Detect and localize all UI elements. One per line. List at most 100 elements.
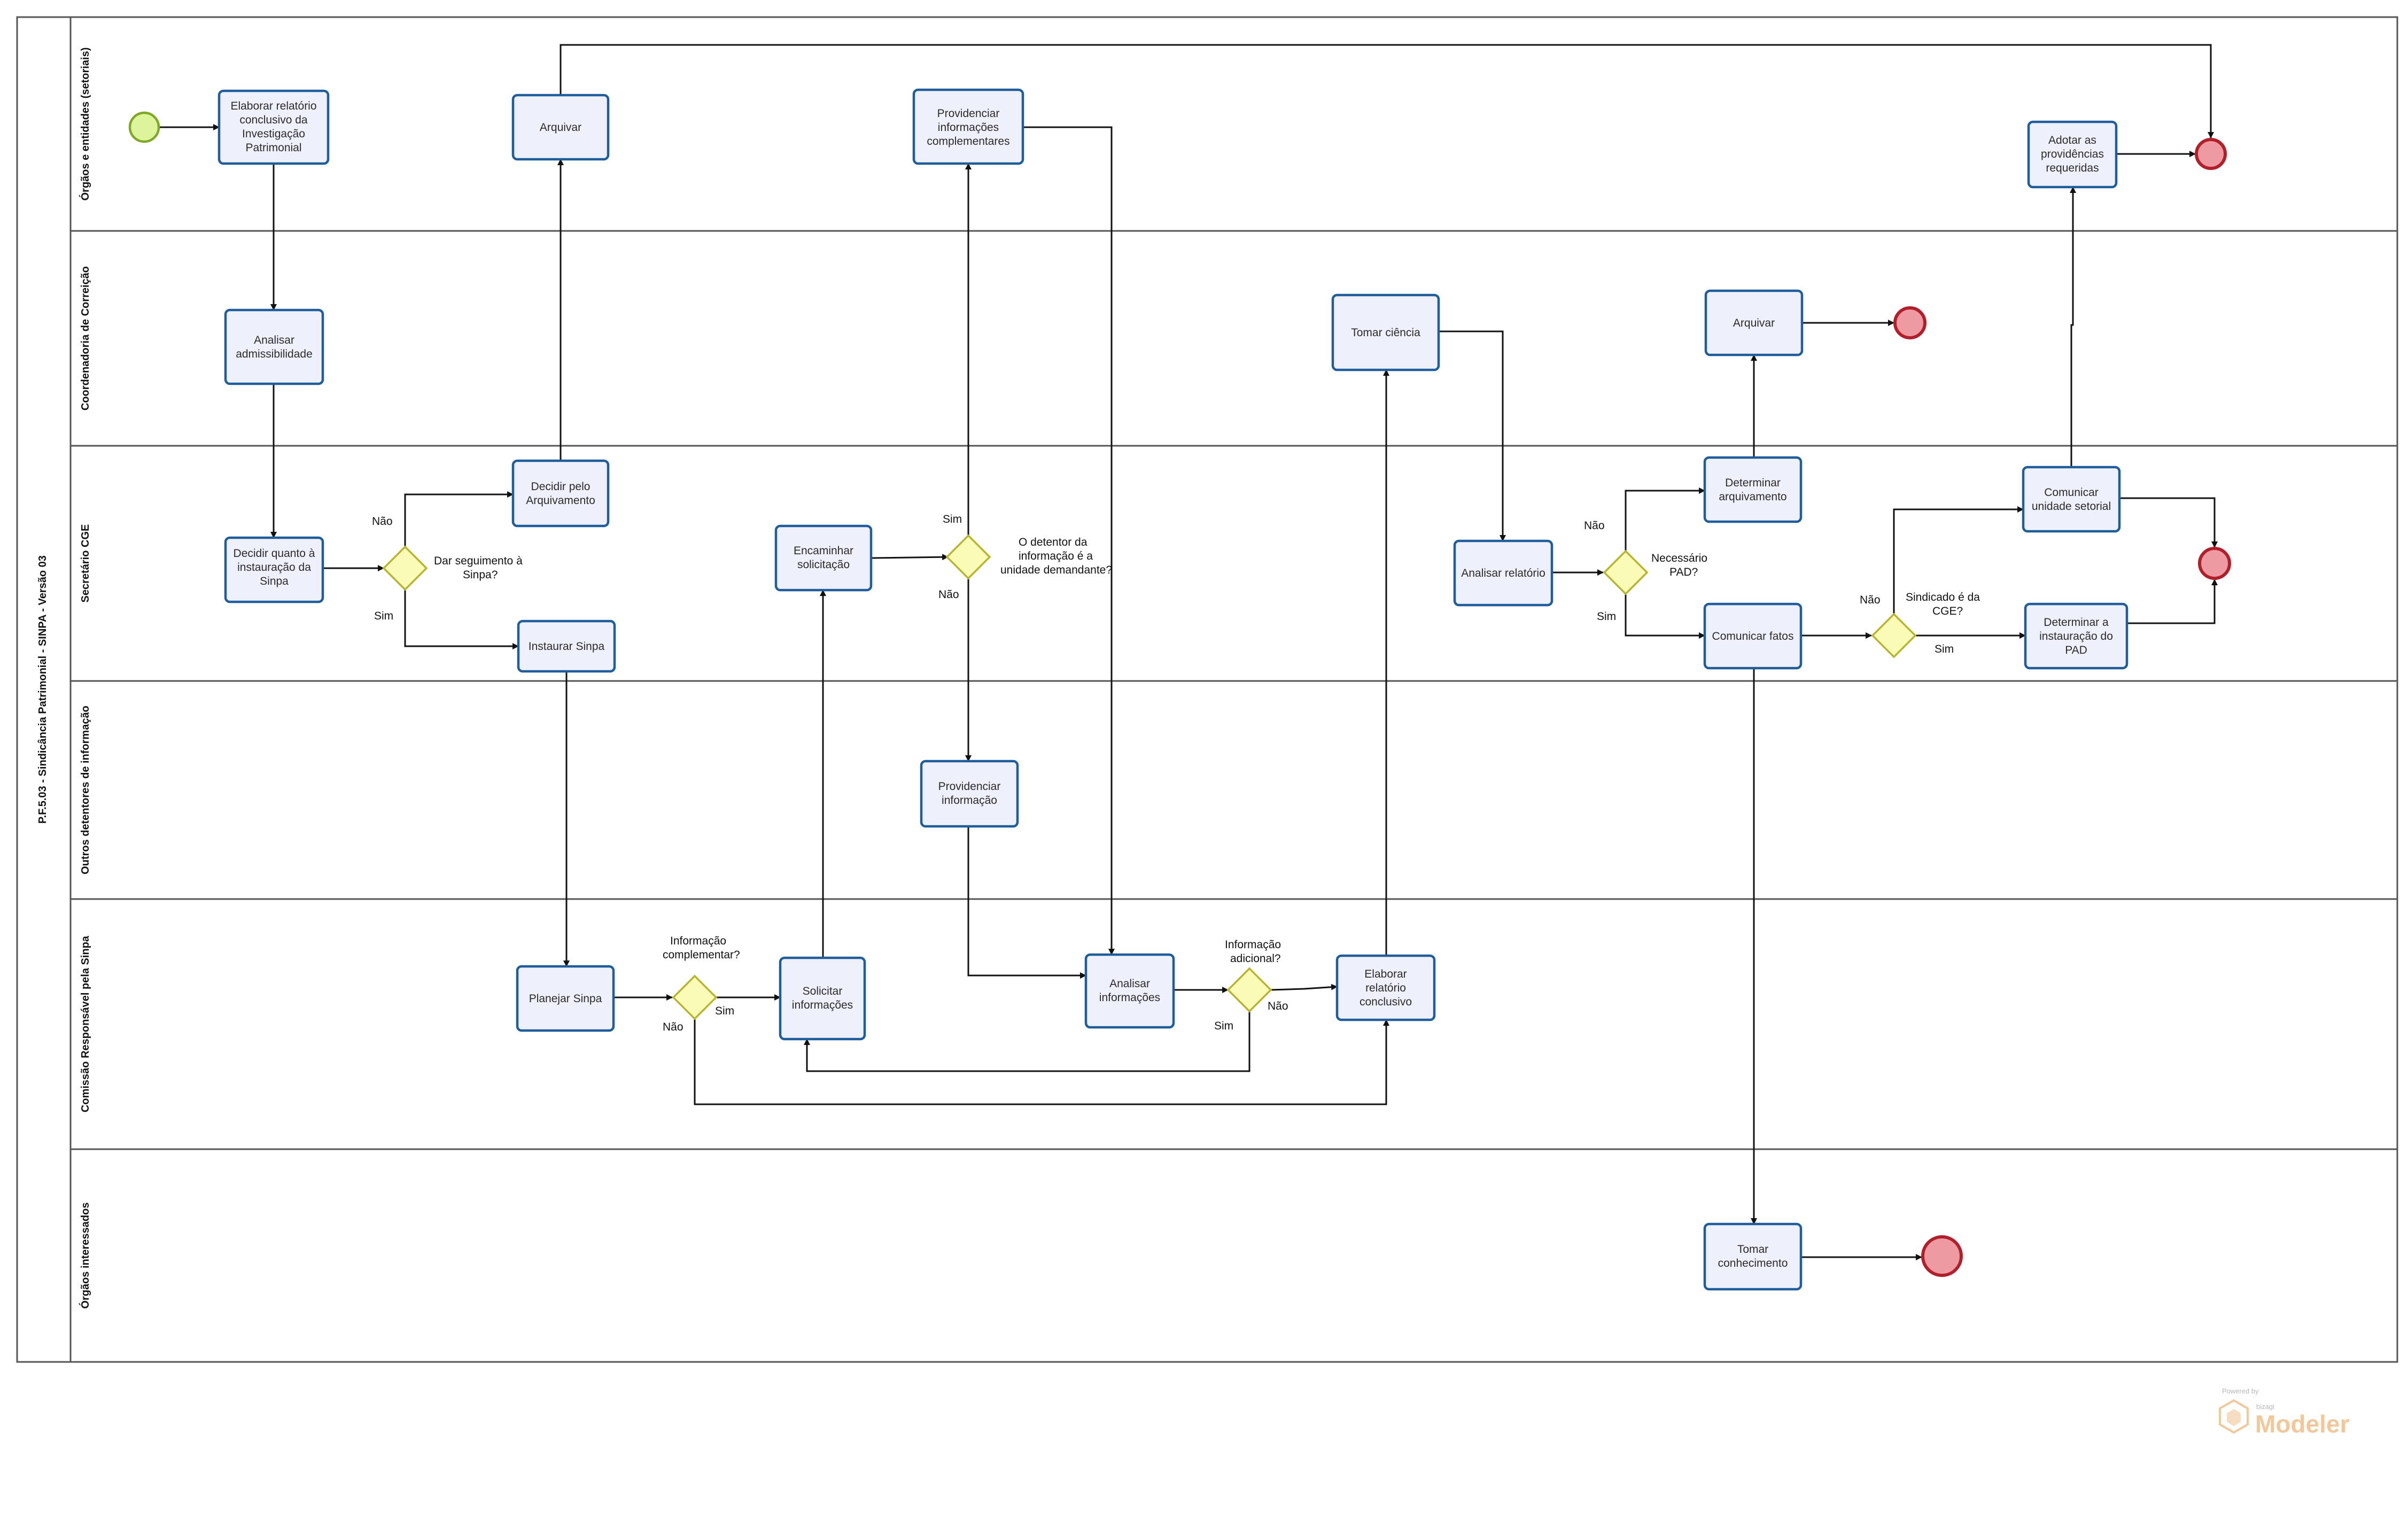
flow-label-sim: Sim	[1597, 610, 1616, 623]
end-event[interactable]	[1893, 306, 1927, 339]
flow-adicional-nao-to-elaborar-concl	[1270, 983, 1338, 991]
flow-providenciar-info-to-analisar-info	[967, 826, 1086, 979]
gateway-sindicado-cge[interactable]	[1871, 613, 1917, 659]
svg-text:Comunicar fatos: Comunicar fatos	[1712, 630, 1794, 642]
sequence-flows	[159, 44, 2218, 1260]
start-event[interactable]	[128, 111, 160, 143]
lane-label-coordenadoria: Coordenadoria de Correição	[80, 266, 91, 411]
svg-text:Arquivar: Arquivar	[540, 121, 581, 134]
events	[128, 111, 2231, 1277]
flow-pad-sim-to-comunicar-fatos	[1625, 594, 1705, 639]
flow-label-nao: Não	[1860, 594, 1881, 606]
svg-text:Planejar Sinpa: Planejar Sinpa	[529, 993, 602, 1005]
flow-label-nao: Não	[1584, 520, 1605, 532]
flow-condition-labels: Não Sim Sim Não Não Sim Não Sim Não Sim …	[372, 513, 1954, 1033]
flow-gateway-sim-to-instaurar	[404, 590, 519, 649]
gateway-necessario-pad[interactable]	[1603, 549, 1649, 595]
lane-label-orgaos-interessados: Órgãos interessados	[79, 1203, 91, 1309]
flow-comunicar-unidade-to-adotar	[2070, 187, 2076, 467]
svg-text:Instaurar Sinpa: Instaurar Sinpa	[529, 640, 605, 653]
end-event[interactable]	[2198, 547, 2231, 580]
task-planejar-sinpa[interactable]: Planejar Sinpa	[516, 965, 615, 1032]
watermark-powered-by: Powered by	[2222, 1387, 2259, 1395]
pool: P.F.5.03 - Sindicância Patrimonial - SIN…	[16, 16, 2398, 1363]
flow-tomar-ciencia-to-analisar-relatorio	[1439, 330, 1506, 541]
flow-compl-nao-to-elaborar-concl	[694, 1019, 1389, 1105]
pool-title: P.F.5.03 - Sindicância Patrimonial - SIN…	[37, 555, 49, 824]
flow-providenciar-compl-to-analisar-info	[1024, 126, 1115, 955]
task-tomar-ciencia[interactable]: Tomar ciência	[1331, 293, 1440, 371]
flow-cge-nao-to-comunicar-unidade	[1893, 506, 2024, 614]
flow-encaminhar-to-gateway	[871, 554, 949, 561]
flow-arquivar-to-end	[560, 44, 2214, 138]
task-analisar-relatorio[interactable]: Analisar relatório	[1453, 539, 1553, 607]
gateway-informacao-complementar[interactable]	[672, 974, 718, 1020]
watermark-brand-small: bizagi	[2256, 1403, 2274, 1411]
flow-label-nao: Não	[938, 588, 959, 601]
task-comunicar-fatos[interactable]: Comunicar fatos	[1703, 602, 1803, 670]
task-arquivar-setorial[interactable]: Arquivar	[511, 94, 610, 161]
end-event[interactable]	[1921, 1235, 1963, 1277]
flow-adicional-sim-to-solicitar	[804, 1011, 1250, 1072]
gateways	[382, 534, 1917, 1020]
svg-text:Analisar relatório: Analisar relatório	[1461, 567, 1545, 579]
svg-text:Arquivar: Arquivar	[1733, 317, 1775, 329]
flow-label-sim: Sim	[943, 513, 962, 525]
lane-label-comissao: Comissão Responsável pela Sinpa	[80, 935, 91, 1112]
svg-text:Tomar ciência: Tomar ciência	[1351, 327, 1420, 339]
lanes: Órgãos e entidades (setoriais) Coordenad…	[71, 48, 2397, 1309]
gateway-detentor-informacao[interactable]	[945, 534, 991, 580]
task-arquivar-coordenadoria[interactable]: Arquivar	[1704, 289, 1804, 357]
flow-label-sim: Sim	[1214, 1020, 1233, 1032]
lane-label-orgaos-entidades: Órgãos e entidades (setoriais)	[79, 48, 91, 201]
flow-label-nao: Não	[1268, 1000, 1288, 1012]
gateway-informacao-adicional[interactable]	[1226, 967, 1272, 1013]
bizagi-logo-icon	[2219, 1399, 2249, 1434]
flow-label-sim: Sim	[715, 1005, 734, 1017]
gateway-dar-seguimento[interactable]	[382, 545, 428, 591]
flow-pad-nao-to-determinar-arquivamento	[1625, 487, 1705, 551]
end-event[interactable]	[2195, 138, 2227, 170]
flow-label-nao: Não	[663, 1021, 683, 1033]
flow-label-sim: Sim	[1935, 643, 1954, 655]
flow-label-sim: Sim	[374, 610, 393, 622]
task-instaurar-sinpa[interactable]: Instaurar Sinpa	[517, 619, 616, 673]
flow-comunicar-unidade-to-end	[2119, 497, 2218, 548]
